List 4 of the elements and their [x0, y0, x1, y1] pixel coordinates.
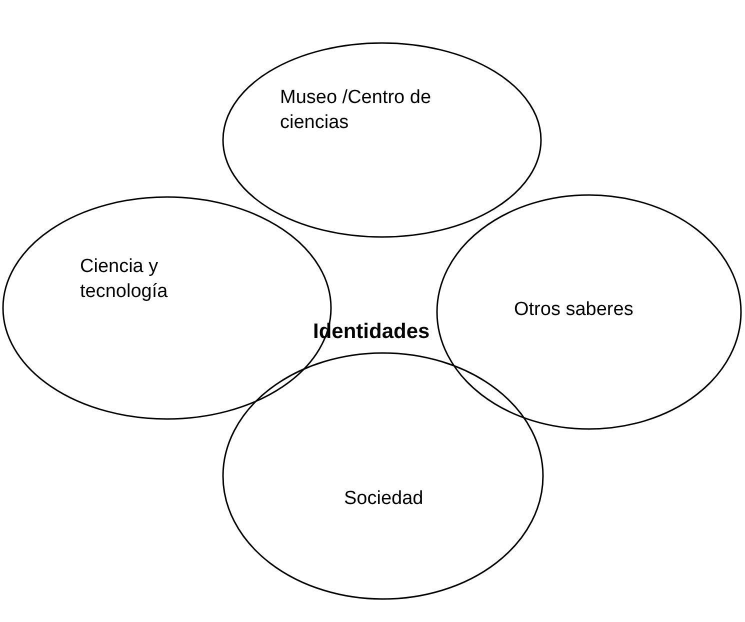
- node-label: Ciencia y tecnología: [80, 255, 169, 304]
- node-label: Sociedad: [344, 487, 424, 511]
- node-label: Otros saberes: [514, 298, 634, 322]
- node-label: Museo /Centro de ciencias: [280, 86, 432, 135]
